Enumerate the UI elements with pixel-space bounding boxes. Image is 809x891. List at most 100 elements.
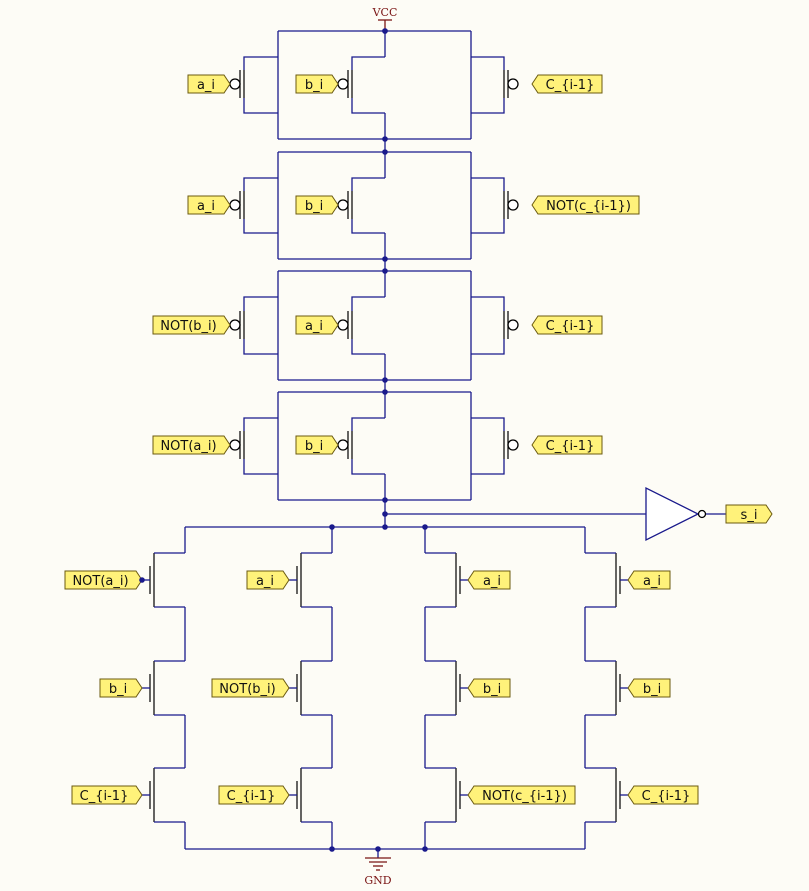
junction-dot — [382, 149, 388, 155]
output-label-s-i: s_i — [725, 504, 773, 524]
gate-bubble — [229, 199, 241, 211]
source-lead — [471, 459, 505, 475]
source-lead — [471, 219, 505, 234]
input-label-text: NOT(a_i) — [72, 574, 128, 589]
source-lead — [243, 219, 278, 234]
input-label-text: a_i — [197, 78, 215, 93]
input-label-text: a_i — [643, 574, 661, 589]
junction-dot — [375, 846, 381, 852]
pmos-right — [471, 296, 519, 355]
pullup-label-right: C_{i-1} — [531, 74, 603, 94]
pmos-middle — [337, 177, 385, 234]
input-label-text: a_i — [483, 574, 501, 589]
pmos-left — [229, 177, 278, 234]
nmos-gate-label: a_i — [467, 570, 511, 590]
pullup-row-2: a_i b_i NOT(c_{i-1}) — [187, 149, 640, 271]
vcc-symbol: VCC — [372, 6, 398, 31]
source-lead — [471, 98, 505, 114]
nmos-1: a_i — [246, 552, 333, 661]
input-label-text: C_{i-1} — [546, 78, 595, 93]
source-lead — [351, 459, 385, 475]
nmos-2: b_i — [99, 660, 186, 768]
input-label-text: C_{i-1} — [546, 439, 595, 454]
input-label-text: C_{i-1} — [227, 789, 276, 804]
nmos-3: NOT(c_{i-1}) — [425, 767, 576, 823]
input-label-text: NOT(c_{i-1}) — [482, 789, 567, 804]
input-label-box — [99, 678, 143, 698]
input-label-box — [295, 315, 339, 335]
input-label-box — [211, 678, 290, 698]
pullup-label-left: NOT(b_i) — [152, 315, 231, 335]
drain-lead — [351, 177, 385, 191]
pullup-label-middle: b_i — [295, 74, 339, 94]
pullup-row-3: NOT(b_i) a_i C_{i-1} — [152, 268, 603, 392]
pullup-label-left: a_i — [187, 195, 231, 215]
gate-bubble — [337, 78, 349, 90]
input-label-box — [71, 785, 143, 805]
input-label-box — [531, 74, 603, 94]
pmos-right — [471, 56, 519, 114]
source-lead — [471, 339, 505, 355]
nmos-2: b_i — [584, 660, 671, 768]
input-label-box — [531, 435, 603, 455]
nmos-gate-label: a_i — [246, 570, 290, 590]
junction-dot — [139, 577, 145, 583]
input-label-text: b_i — [305, 439, 323, 454]
pmos-right — [471, 177, 519, 234]
drain-lead — [471, 177, 505, 191]
nmos-gate-label: C_{i-1} — [71, 785, 143, 805]
input-label-text: b_i — [643, 682, 661, 697]
input-label-text: b_i — [305, 199, 323, 214]
nmos-2: NOT(b_i) — [211, 660, 333, 768]
source-lead — [243, 339, 278, 355]
input-label-box — [152, 315, 231, 335]
pullup-label-left: NOT(a_i) — [152, 435, 231, 455]
input-label-box — [64, 570, 143, 590]
pmos-middle — [337, 296, 385, 355]
input-label-text: NOT(c_{i-1}) — [546, 199, 631, 214]
nmos-gate-label: C_{i-1} — [218, 785, 290, 805]
input-label-text: a_i — [305, 319, 323, 334]
drain-lead — [351, 296, 385, 311]
pmos-middle — [337, 417, 385, 475]
input-label-box — [467, 570, 511, 590]
input-label-box — [467, 678, 511, 698]
pmos-right — [471, 417, 519, 475]
input-label-box — [187, 74, 231, 94]
gate-bubble — [507, 78, 519, 90]
input-label-box — [531, 315, 603, 335]
nmos-gate-label: b_i — [627, 678, 671, 698]
nmos-gate-label: b_i — [467, 678, 511, 698]
input-label-box — [627, 678, 671, 698]
input-label-text: C_{i-1} — [546, 319, 595, 334]
gnd-label: GND — [364, 874, 391, 887]
input-label-text: NOT(b_i) — [219, 682, 275, 697]
source-lead — [243, 459, 278, 475]
pullup-label-middle: b_i — [295, 195, 339, 215]
input-label-box — [152, 435, 231, 455]
junction-dot — [382, 524, 388, 530]
pmos-left — [229, 56, 278, 114]
input-label-box — [295, 195, 339, 215]
gate-bubble — [229, 78, 241, 90]
nmos-gate-label: NOT(c_{i-1}) — [467, 785, 576, 805]
output-label-text: s_i — [741, 508, 758, 523]
input-label-text: b_i — [483, 682, 501, 697]
drain-lead — [351, 417, 385, 431]
nmos-1: a_i — [584, 552, 671, 661]
pullup-label-left: a_i — [187, 74, 231, 94]
vcc-label: VCC — [372, 6, 398, 19]
input-label-box — [627, 785, 699, 805]
pullup-row-4: NOT(a_i) b_i C_{i-1} — [152, 389, 603, 503]
gate-bubble — [229, 319, 241, 331]
source-lead — [351, 339, 385, 355]
input-label-text: NOT(a_i) — [160, 439, 216, 454]
input-label-text: C_{i-1} — [80, 789, 129, 804]
drain-lead — [243, 56, 278, 70]
nmos-gate-label: NOT(a_i) — [64, 570, 143, 590]
nmos-3: C_{i-1} — [71, 767, 185, 823]
pmos-left — [229, 417, 278, 475]
